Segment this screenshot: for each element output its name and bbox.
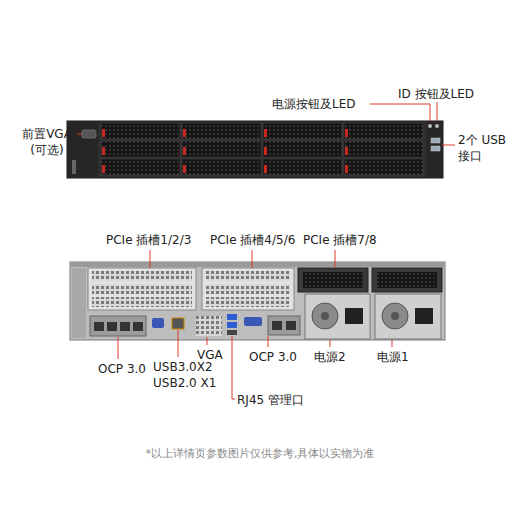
callout-label: PCIe 插槽1/2/3 — [106, 232, 191, 248]
drive-latch — [102, 147, 105, 155]
drive-latch — [345, 165, 348, 173]
drive-bay — [344, 123, 423, 139]
drive-bay — [344, 141, 423, 157]
drive-bay — [263, 159, 342, 175]
drive-bay — [182, 159, 261, 175]
drive-latch — [264, 165, 267, 173]
callout-label: 2个 USB接口 — [458, 132, 514, 164]
caption: *以上详情页参数图片仅供参考,具体以实物为准 — [0, 446, 520, 461]
drive-bay — [101, 141, 180, 157]
drive-bay — [182, 141, 261, 157]
callout-label: 电源1 — [377, 349, 409, 365]
callout-label: 电源按钮及LED — [272, 96, 356, 112]
drive-latch — [183, 165, 186, 173]
drive-latch — [102, 129, 105, 137]
callout-label: OCP 3.0 — [98, 361, 146, 377]
drive-latch — [264, 147, 267, 155]
drive-latch — [264, 129, 267, 137]
callout-label: ID 按钮及LED — [398, 86, 474, 102]
callout-label: PCIe 插槽4/5/6 — [210, 232, 295, 248]
drive-bay — [101, 159, 180, 175]
drive-latch — [345, 129, 348, 137]
drive-latch — [102, 165, 105, 173]
callout-label: PCIe 插槽7/8 — [303, 232, 377, 248]
drive-latch — [183, 147, 186, 155]
callout-label: USB3.0X2 USB2.0 X1 — [153, 359, 219, 391]
callout-label: 前置VGA (可选) — [18, 126, 76, 158]
leader-lines — [77, 102, 455, 399]
drive-bay — [344, 159, 423, 175]
drive-latch — [183, 129, 186, 137]
drive-latch — [345, 147, 348, 155]
front-panel — [67, 121, 443, 178]
rear-panel — [70, 262, 445, 340]
drive-bay — [263, 123, 342, 139]
drive-bay — [263, 141, 342, 157]
drive-bay — [101, 123, 180, 139]
callout-label: OCP 3.0 — [249, 349, 297, 365]
callout-label: RJ45 管理口 — [237, 392, 304, 408]
callout-label: VGA — [197, 347, 223, 363]
drive-bay — [182, 123, 261, 139]
callout-label: 电源2 — [314, 349, 346, 365]
